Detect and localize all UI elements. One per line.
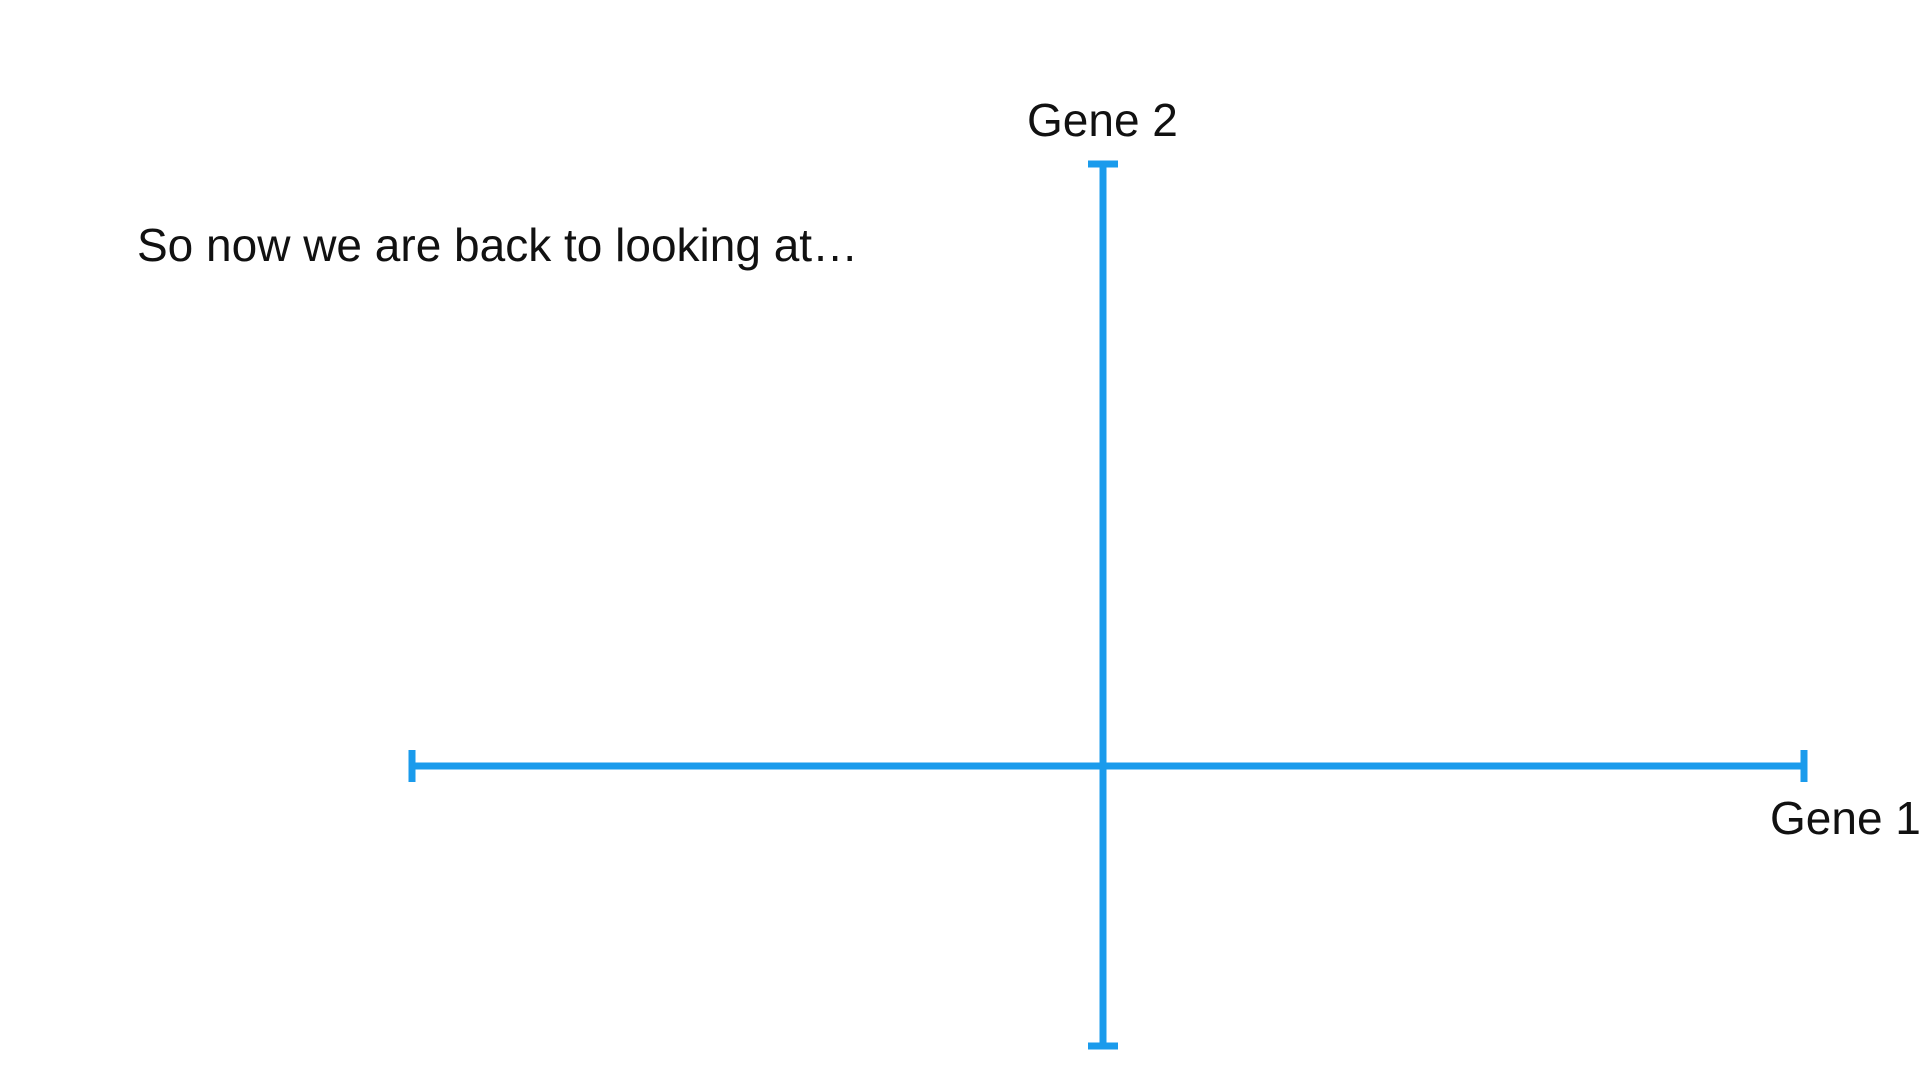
slide-caption: So now we are back to looking at… [137, 219, 859, 271]
y-axis-label: Gene 2 [1027, 94, 1178, 146]
x-axis-label: Gene 1 [1770, 792, 1920, 844]
